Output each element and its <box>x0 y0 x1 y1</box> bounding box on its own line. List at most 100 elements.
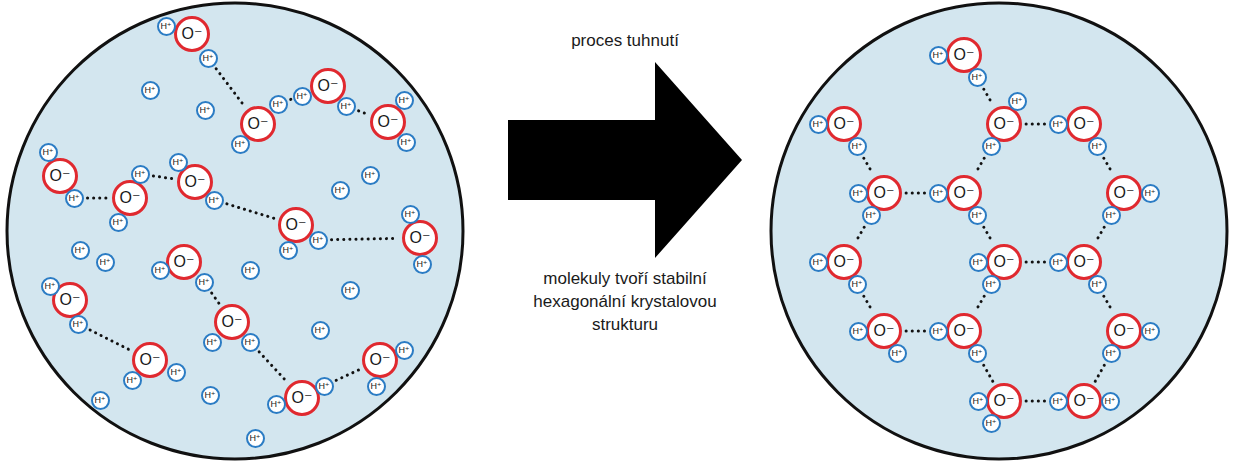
ion-symbol: H⁺ <box>1091 142 1102 151</box>
hydrogen-ion: H⁺ <box>809 253 828 272</box>
hydrogen-ion: H⁺ <box>968 68 987 87</box>
ion-symbol: H⁺ <box>198 278 209 287</box>
liquid-water-circle <box>7 3 463 459</box>
hydrogen-ion: H⁺ <box>968 344 987 363</box>
hydrogen-bond <box>336 369 360 380</box>
hydrogen-ion: H⁺ <box>269 95 288 114</box>
ion-symbol: H⁺ <box>204 391 215 400</box>
hydrogen-bond <box>88 197 109 200</box>
ion-symbol: O⁻ <box>834 116 855 132</box>
ion-symbol: H⁺ <box>134 170 145 179</box>
ion-symbol: H⁺ <box>812 258 823 267</box>
hydrogen-ion: H⁺ <box>1049 253 1068 272</box>
hydrogen-bond <box>984 365 993 382</box>
ion-symbol: H⁺ <box>398 346 409 355</box>
hydrogen-bond <box>216 69 245 107</box>
hydrogen-ion: H⁺ <box>849 322 868 341</box>
hydrogen-bond <box>1026 123 1045 126</box>
hydrogen-ion: H⁺ <box>69 315 88 334</box>
hydrogen-ion: H⁺ <box>195 273 214 292</box>
ion-symbol: H⁺ <box>971 73 982 82</box>
ion-symbol: H⁺ <box>334 186 345 195</box>
hydrogen-ion: H⁺ <box>267 395 286 414</box>
hydrogen-ion: H⁺ <box>311 321 330 340</box>
hydrogen-ion: H⁺ <box>231 135 250 154</box>
ion-symbol: O⁻ <box>874 185 895 201</box>
hydrogen-bond <box>227 204 275 219</box>
hydrogen-ion: H⁺ <box>397 133 416 152</box>
hydrogen-bond <box>975 158 984 174</box>
ion-symbol: H⁺ <box>314 326 325 335</box>
ion-symbol: H⁺ <box>851 142 862 151</box>
ion-symbol: H⁺ <box>932 189 943 198</box>
ion-symbol: H⁺ <box>972 258 983 267</box>
ion-symbol: H⁺ <box>971 211 982 220</box>
ion-symbol: O⁻ <box>60 292 81 308</box>
hydrogen-ion: H⁺ <box>41 277 60 296</box>
hydrogen-bond <box>906 192 925 195</box>
hydrogen-ion: H⁺ <box>201 386 220 405</box>
hydrogen-ion: H⁺ <box>65 189 84 208</box>
hydrogen-ion: H⁺ <box>849 184 868 203</box>
ion-symbol: O⁻ <box>954 323 975 339</box>
hydrogen-ion: H⁺ <box>862 206 881 225</box>
hydrogen-ion: H⁺ <box>151 261 170 280</box>
ion-symbol: H⁺ <box>74 246 85 255</box>
ion-symbol: H⁺ <box>404 210 415 219</box>
hydrogen-ion: H⁺ <box>969 392 988 411</box>
ion-symbol: H⁺ <box>364 171 375 180</box>
hydrogen-ion: H⁺ <box>199 49 218 68</box>
ion-symbol: H⁺ <box>932 51 943 60</box>
ion-symbol: O⁻ <box>248 116 269 132</box>
hydrogen-ion: H⁺ <box>167 363 186 382</box>
ion-symbol: O⁻ <box>378 114 399 130</box>
hydrogen-ion: H⁺ <box>413 255 432 274</box>
hydrogen-ion: H⁺ <box>929 322 948 341</box>
ion-symbol: H⁺ <box>891 349 902 358</box>
ion-symbol: H⁺ <box>160 22 171 31</box>
ion-symbol: O⁻ <box>182 26 203 42</box>
ion-symbol: H⁺ <box>985 280 996 289</box>
hydrogen-bond <box>153 176 173 179</box>
ion-symbol: O⁻ <box>954 47 975 63</box>
hydrogen-ion: H⁺ <box>1088 137 1107 156</box>
hydrogen-ion: H⁺ <box>848 137 867 156</box>
ion-symbol: H⁺ <box>282 246 293 255</box>
oxygen-ion: O⁻ <box>1066 383 1102 419</box>
ion-symbol: H⁺ <box>94 396 105 405</box>
hydrogen-ion: H⁺ <box>331 181 350 200</box>
ion-symbol: H⁺ <box>172 158 183 167</box>
ion-symbol: H⁺ <box>42 148 53 157</box>
ion-symbol: H⁺ <box>270 400 281 409</box>
ion-symbol: H⁺ <box>400 138 411 147</box>
ion-symbol: H⁺ <box>249 434 260 443</box>
hydrogen-ion: H⁺ <box>1102 344 1121 363</box>
ion-symbol: H⁺ <box>416 260 427 269</box>
ion-symbol: H⁺ <box>318 382 329 391</box>
hydrogen-ion: H⁺ <box>1049 115 1068 134</box>
hydrogen-ion: H⁺ <box>131 165 150 184</box>
ion-symbol: H⁺ <box>865 211 876 220</box>
ion-symbol: O⁻ <box>185 174 206 190</box>
ion-symbol: H⁺ <box>851 280 862 289</box>
hydrogen-ion: H⁺ <box>395 91 414 110</box>
ion-symbol: H⁺ <box>1052 120 1063 129</box>
ion-symbol: H⁺ <box>1052 258 1063 267</box>
hydrogen-bond <box>984 89 993 105</box>
ion-symbol: H⁺ <box>972 397 983 406</box>
hydrogen-ion: H⁺ <box>929 184 948 203</box>
ion-symbol: H⁺ <box>154 266 165 275</box>
ion-symbol: H⁺ <box>272 100 283 109</box>
process-arrow <box>508 62 742 258</box>
hydrogen-ion: H⁺ <box>367 377 386 396</box>
hydrogen-ion: H⁺ <box>141 81 160 100</box>
hydrogen-bond <box>212 293 220 304</box>
ion-symbol: H⁺ <box>68 194 79 203</box>
ion-symbol: H⁺ <box>985 419 996 428</box>
hydrogen-ion: H⁺ <box>279 241 298 260</box>
hydrogen-ion: H⁺ <box>123 371 142 390</box>
ion-symbol: O⁻ <box>834 254 855 270</box>
hydrogen-bond <box>1026 261 1045 264</box>
